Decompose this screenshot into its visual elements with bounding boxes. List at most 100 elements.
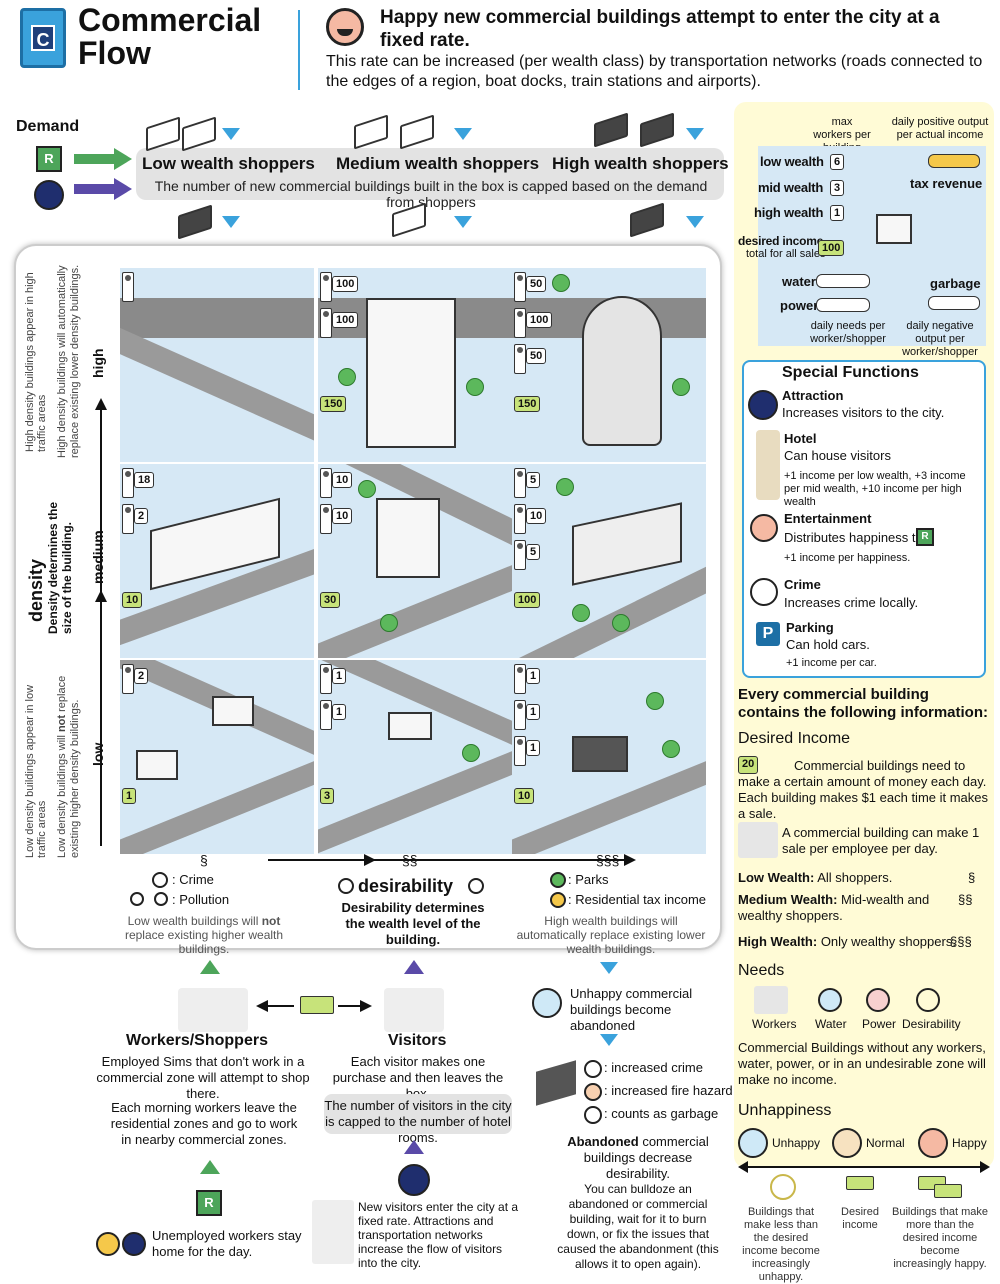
worker-icon <box>514 344 526 374</box>
entertainment-desc: Distributes happiness to <box>784 530 923 545</box>
cell-low-low-wealth <box>120 660 314 854</box>
bulldoze-text: You can bulldoze an abandoned or commerc… <box>557 1182 719 1271</box>
desired-income-chip: 3 <box>320 788 335 804</box>
info-title: Every commercial building contains the f… <box>738 686 988 721</box>
cell-med-high-wealth <box>512 464 706 658</box>
down-arrow-icon <box>600 962 618 974</box>
money-arrows <box>256 1000 372 1012</box>
worker-icon <box>122 272 134 302</box>
workers-people-icon <box>178 988 248 1032</box>
need-power-label: Power <box>862 1017 897 1031</box>
power-gauge <box>816 298 870 312</box>
mid-shop-building-icon <box>354 114 388 150</box>
legend-tile <box>758 146 986 346</box>
workers-text: Employed Sims that don't work in a comme… <box>96 1054 310 1101</box>
gun-icon <box>750 578 778 606</box>
unhappy-face-icon <box>738 1128 768 1158</box>
worker-icon <box>320 272 332 302</box>
cell-high-mid-wealth <box>318 268 512 462</box>
tree <box>646 692 664 710</box>
tree <box>672 378 690 396</box>
gun-icon <box>152 872 168 888</box>
cell-high-low-wealth <box>120 268 314 462</box>
low-density-note-a: Low density buildings appear in low traf… <box>24 684 48 858</box>
max-workers-chip: 2 <box>134 508 149 524</box>
crime-name: Crime <box>784 577 821 592</box>
hotel-name: Hotel <box>784 431 817 446</box>
worker-icon <box>122 664 134 694</box>
office-tower <box>366 298 456 448</box>
workers-need-icon <box>754 986 788 1014</box>
mood-normal: Normal <box>866 1136 905 1150</box>
tree <box>572 604 590 622</box>
desirability-need-icon <box>916 988 940 1012</box>
max-workers-chip: 10 <box>526 508 547 524</box>
desired-income-title: Desired Income <box>738 730 851 747</box>
increased-fire: : increased fire hazard <box>604 1083 733 1098</box>
attraction-desc: Increases visitors to the city. <box>782 405 945 420</box>
pollution-label: : Pollution <box>172 892 230 907</box>
desired-income-chip: 100 <box>514 592 541 608</box>
band-note: The number of new commercial buildings b… <box>154 178 708 210</box>
desired-income-chip: 10 <box>122 592 143 608</box>
cell-high-high-wealth <box>512 268 706 462</box>
desired-income-sub: total for all sales <box>746 248 826 260</box>
daily-negative-note: daily negative output per worker/shopper <box>902 320 978 358</box>
up-arrow-icon <box>200 960 220 974</box>
legend-building <box>876 214 912 244</box>
legend-high-wealth: high wealth <box>754 205 824 220</box>
entertainment-icon <box>750 514 778 542</box>
restaurant-building <box>572 502 682 586</box>
high-density-note-a: High density buildings appear in high tr… <box>24 272 48 452</box>
tree <box>552 274 570 292</box>
desired-income-chip: 10 <box>514 788 535 804</box>
down-arrow-icon <box>686 128 704 140</box>
water-need-icon <box>818 988 842 1012</box>
low-wealth-workers: 6 <box>830 154 845 170</box>
med-wealth-symbol: §§ <box>958 892 973 907</box>
visitors-title: Visitors <box>388 1032 447 1049</box>
fire-icon <box>584 1083 602 1101</box>
worker-icon <box>320 504 332 534</box>
happy-face-icon <box>918 1128 948 1158</box>
garbage-label: garbage <box>930 276 981 291</box>
employees-icon <box>738 822 778 858</box>
water-gauge <box>816 274 870 288</box>
new-visitors-text: New visitors enter the city at a fixed r… <box>358 1200 519 1270</box>
low-wealth-symbol: § <box>968 870 976 885</box>
low-shop-building-icon <box>146 116 180 152</box>
max-workers-chip: 1 <box>332 668 347 684</box>
max-workers-chip: 1 <box>526 740 541 756</box>
workers-text2: Each morning workers leave the residenti… <box>110 1100 298 1147</box>
worker-icon <box>122 468 134 498</box>
small-shop <box>388 712 432 740</box>
residential-icon: R <box>196 1190 222 1216</box>
max-workers-chip: 50 <box>526 348 547 364</box>
highway <box>120 298 314 338</box>
visitors-text: Each visitor makes one purchase and then… <box>332 1054 504 1101</box>
entertainment-name: Entertainment <box>784 511 872 526</box>
worker-icon <box>514 468 526 498</box>
transport-networks-icon <box>312 1200 354 1264</box>
money-icon <box>300 996 334 1014</box>
unhappy-face-icon <box>338 878 354 894</box>
down-arrow-icon <box>454 216 472 228</box>
desirability-label: desirability <box>358 876 454 896</box>
worker-icon <box>514 540 526 570</box>
up-arrow-icon <box>200 1160 220 1174</box>
tree <box>662 740 680 758</box>
extra-income-icon <box>934 1184 962 1198</box>
power-label: power <box>780 298 819 313</box>
legend-mid-wealth: mid wealth <box>758 180 824 195</box>
hotel-extra: +1 income per low wealth, +3 income per … <box>784 470 966 508</box>
max-workers-chip: 1 <box>526 668 541 684</box>
legend-low-wealth: low wealth <box>760 154 824 169</box>
tree <box>358 480 376 498</box>
office-building <box>376 498 440 578</box>
max-workers-chip: 2 <box>134 668 149 684</box>
max-workers-chip: 10 <box>332 508 353 524</box>
up-arrow-icon <box>404 1140 424 1154</box>
header-subtitle: This rate can be increased (per wealth c… <box>326 53 983 90</box>
header-divider <box>298 10 300 90</box>
garbage-icon <box>584 1106 602 1124</box>
